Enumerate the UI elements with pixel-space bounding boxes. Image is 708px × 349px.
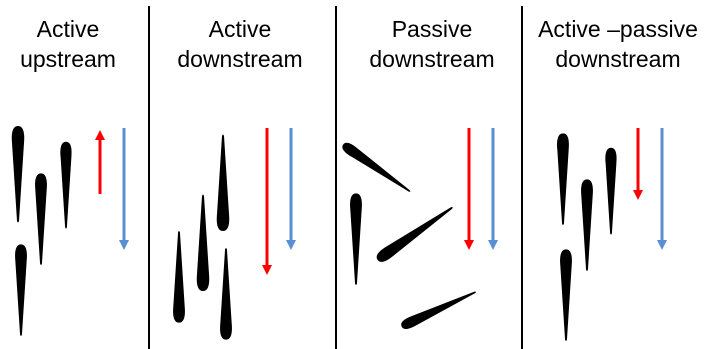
panel-1-title-line1: Active bbox=[37, 16, 100, 42]
fish-icon bbox=[374, 202, 457, 265]
panel-4-title-line2: downstream bbox=[555, 46, 680, 72]
fish-icon bbox=[196, 194, 210, 291]
fish-icon bbox=[557, 133, 569, 226]
panel-1-title-line2: upstream bbox=[20, 46, 116, 72]
panel-2-fish-group bbox=[173, 134, 232, 340]
fish-icon bbox=[15, 244, 27, 337]
fish-icon bbox=[11, 126, 25, 223]
fish-icon bbox=[605, 147, 617, 235]
fish-icon bbox=[350, 193, 362, 286]
fish-icon bbox=[399, 287, 479, 332]
panel-4-fish-group bbox=[557, 133, 617, 342]
fish-icon bbox=[581, 179, 593, 272]
panel-2-title-line2: downstream bbox=[177, 46, 302, 72]
fish-icon bbox=[35, 173, 47, 266]
fish-icon bbox=[220, 247, 232, 340]
fish-icon bbox=[60, 141, 72, 229]
fish-icon bbox=[340, 140, 414, 196]
panel-4-title-line1: Active –passive bbox=[538, 16, 698, 42]
panel-3-fish-group bbox=[340, 140, 479, 332]
panel-3-title-line1: Passive bbox=[392, 16, 473, 42]
panel-2-title-line1: Active bbox=[209, 16, 272, 42]
fish-icon bbox=[216, 134, 230, 231]
fish-icon bbox=[173, 230, 185, 323]
panel-3-title-line2: downstream bbox=[369, 46, 494, 72]
fish-icon bbox=[560, 249, 572, 342]
panel-1-fish-group bbox=[11, 126, 72, 337]
